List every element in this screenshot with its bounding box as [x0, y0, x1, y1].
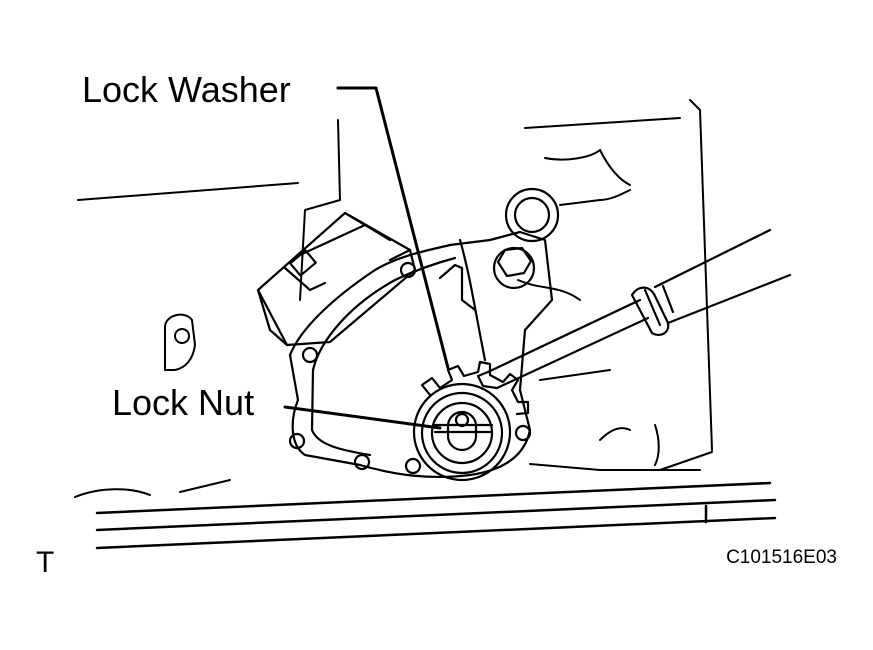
lock-washer-leader: [338, 88, 448, 368]
lock-washer: [414, 362, 528, 480]
case-flange-lines: [97, 483, 775, 548]
lock-washer-label: Lock Washer: [82, 69, 291, 110]
transmission-case-outline: [75, 100, 712, 497]
screwdriver: [478, 230, 790, 388]
lock-nut-leader: [285, 407, 440, 428]
lock-nut: [422, 393, 502, 473]
switch-body: [290, 189, 558, 477]
bracket-tab: [165, 315, 195, 370]
lock-nut-label: Lock Nut: [112, 382, 255, 423]
leader-lines: [285, 88, 448, 428]
figure-code: C101516E03: [726, 547, 837, 568]
corner-mark: T: [36, 546, 55, 579]
